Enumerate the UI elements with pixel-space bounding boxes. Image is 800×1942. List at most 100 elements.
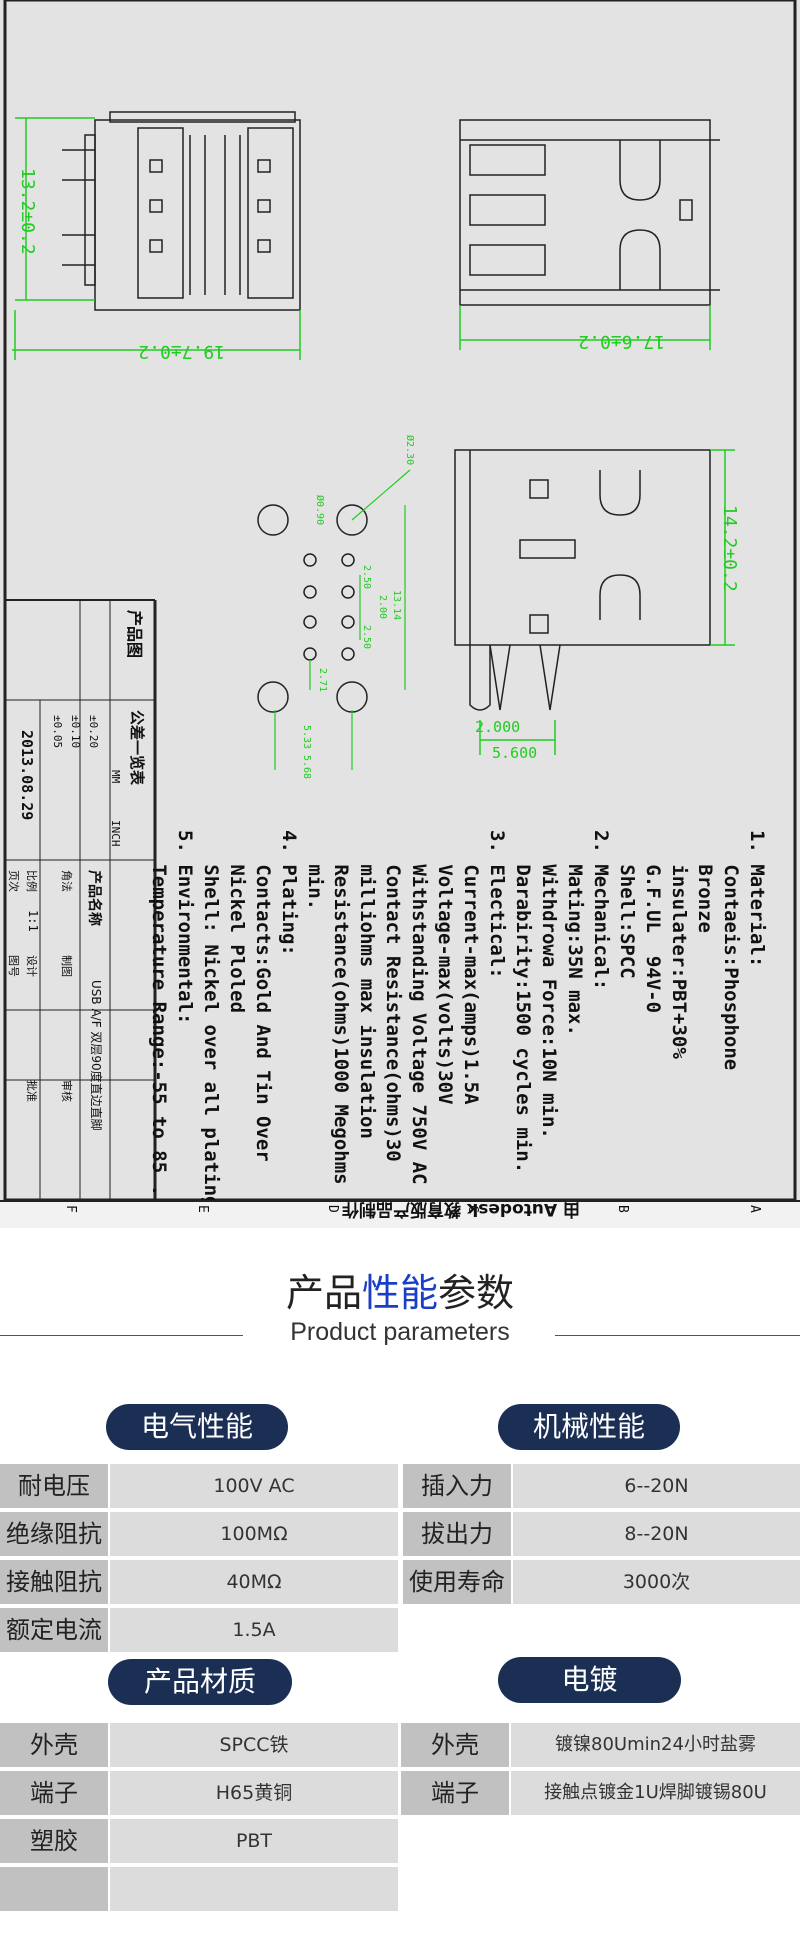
- row-label: 外壳: [0, 1723, 108, 1767]
- row-value: 镀镍80Umin24小时盐雾: [511, 1723, 800, 1767]
- dim-pin-span: 5.600: [492, 744, 538, 762]
- table-row: 接触阻抗 40MΩ: [0, 1560, 398, 1604]
- divider-left: [0, 1335, 243, 1336]
- row-value: PBT: [110, 1819, 398, 1863]
- dim-width-front: 19.7±0.2: [138, 341, 225, 362]
- table-row: 绝缘阻抗 100MΩ: [0, 1512, 398, 1556]
- row-label: 拔出力: [403, 1512, 511, 1556]
- row-label: 耐电压: [0, 1464, 108, 1508]
- drawing-by-label: 制图: [60, 955, 73, 977]
- spec-note-line: Bronze: [694, 830, 716, 933]
- unit-inch: INCH: [109, 820, 122, 847]
- check-label: 审核: [60, 1080, 73, 1102]
- tol-xxx: ±0.05: [51, 715, 64, 749]
- drawing-footer-strip: [0, 1200, 800, 1228]
- product-name: USB A/F 双层90度直边直脚: [89, 980, 103, 1131]
- design-label: 设计: [25, 955, 38, 977]
- row-value: H65黄铜: [110, 1771, 398, 1815]
- title-blue: 性能: [361, 1271, 438, 1315]
- spec-note-line: Resistance(ohms)1000 Megohms: [330, 830, 352, 1185]
- spec-note-line: Nickel Ploled: [226, 830, 248, 1014]
- spec-note-line: 4. Plating:: [278, 830, 300, 956]
- row-value: 100MΩ: [110, 1512, 398, 1556]
- spec-note-line: Shell:SPCC: [616, 830, 638, 979]
- spec-note-line: Contaeis:Phosphone: [720, 830, 742, 1071]
- row-label: 使用寿命: [403, 1560, 511, 1604]
- spec-note-line: Darabirity:1500 cycles min.: [512, 830, 534, 1174]
- border-letter-b: B: [615, 1205, 630, 1213]
- row-value: 40MΩ: [110, 1560, 398, 1604]
- table-row: 外壳 SPCC铁: [0, 1723, 398, 1767]
- spec-note-line: Contacts:Gold And Tin Over: [252, 830, 274, 1162]
- spec-note-line: milliohms max insulation: [356, 830, 378, 1139]
- border-letter-f: F: [63, 1205, 78, 1213]
- page-subtitle: Product parameters: [290, 1318, 510, 1346]
- dim-height-top: 13.2±0.2: [17, 168, 38, 255]
- spec-note-line: min.: [304, 830, 326, 911]
- dim-hole-large: Ø2.30: [404, 435, 415, 466]
- dim-271: 2.71: [317, 668, 328, 693]
- row-label: 外壳: [401, 1723, 509, 1767]
- plating-heading: 电镀: [498, 1657, 681, 1703]
- dim-pin-pitch: 2.000: [475, 718, 521, 736]
- dim-250-a: 2.50: [361, 565, 372, 590]
- dim-1314: 13.14: [391, 590, 402, 621]
- row-value: 6--20N: [513, 1464, 800, 1508]
- tol-x: ±0.20: [87, 715, 100, 749]
- spec-note-line: Withdrowa Force:10N min.: [538, 830, 560, 1139]
- spec-note-line: 3. Electical:: [486, 830, 508, 979]
- spec-note-line: Withstanding Voltage 750V AC: [408, 830, 430, 1185]
- table-row: [0, 1867, 398, 1911]
- spec-note-line: 2. Mechanical:: [590, 830, 612, 991]
- dim-depth-side: 17.6±0.2: [578, 331, 665, 352]
- drawing-date: 2013.08.29: [18, 730, 36, 821]
- row-label: 插入力: [403, 1464, 511, 1508]
- product-name-label: 产品名称: [86, 870, 102, 926]
- spec-note-line: 5. Environmental:: [174, 830, 196, 1025]
- dim-200: 2.00: [377, 595, 388, 620]
- row-value: 3000次: [513, 1560, 800, 1604]
- approve-label: 批准: [25, 1080, 38, 1102]
- table-row: 插入力 6--20N: [403, 1464, 800, 1508]
- row-label: 绝缘阻抗: [0, 1512, 108, 1556]
- table-row: 塑胶 PBT: [0, 1819, 398, 1863]
- dim-533: 5.33: [301, 725, 312, 750]
- border-letter-a: A: [747, 1205, 762, 1213]
- spec-note-line: Contact Resistance(ohms)30: [382, 830, 404, 1162]
- divider-right: [555, 1335, 800, 1336]
- row-label: 额定电流: [0, 1608, 108, 1652]
- drawing-no-label: 图号: [7, 955, 20, 977]
- spec-note-line: G.F.UL 94V-0: [642, 830, 664, 1014]
- dim-hole-small: Ø0.90: [314, 495, 325, 526]
- material-heading: 产品材质: [108, 1659, 292, 1705]
- dim-568: 5.68: [301, 755, 312, 780]
- title-pre: 产品: [285, 1271, 362, 1315]
- table-row: 耐电压 100V AC: [0, 1464, 398, 1508]
- border-letter-e: E: [195, 1205, 210, 1213]
- spec-note-line: Current-max(amps)1.5A: [460, 830, 482, 1105]
- dim-250-b: 2.50: [361, 625, 372, 650]
- scale-label: 比例: [25, 870, 38, 892]
- mechanical-heading: 机械性能: [498, 1404, 680, 1450]
- row-value: [110, 1867, 398, 1911]
- unit-mm: MM: [109, 770, 122, 784]
- electrical-heading: 电气性能: [106, 1404, 288, 1450]
- spec-note-line: insulater:PBT+30%: [668, 830, 690, 1059]
- spec-note-line: Shell: Nickel over all plating.: [200, 830, 222, 1219]
- title-post: 参数: [438, 1271, 515, 1315]
- row-value: 100V AC: [110, 1464, 398, 1508]
- tol-xx: ±0.10: [69, 715, 82, 749]
- row-value: 接触点镀金1U焊脚镀锡80U: [511, 1771, 800, 1815]
- spec-note-line: Voltage-max(volts)30V: [434, 830, 456, 1105]
- table-row: 外壳 镀镍80Umin24小时盐雾: [401, 1723, 800, 1767]
- autodesk-watermark: 由 Autodesk 教育版产品制作: [341, 1199, 580, 1219]
- scale-value: 1:1: [26, 910, 40, 932]
- table-row: 端子 H65黄铜: [0, 1771, 398, 1815]
- table-row: 额定电流 1.5A: [0, 1608, 398, 1652]
- spec-notes: 1. Material: Contaeis:Phosphone Bronze i…: [146, 830, 770, 1219]
- row-value: 1.5A: [110, 1608, 398, 1652]
- spec-note-line: Temperature Range:-55 to 85 .: [148, 830, 170, 1197]
- dim-height-side: 14.2±0.2: [719, 505, 740, 592]
- table-row: 使用寿命 3000次: [403, 1560, 800, 1604]
- table-row: 端子 接触点镀金1U焊脚镀锡80U: [401, 1771, 800, 1815]
